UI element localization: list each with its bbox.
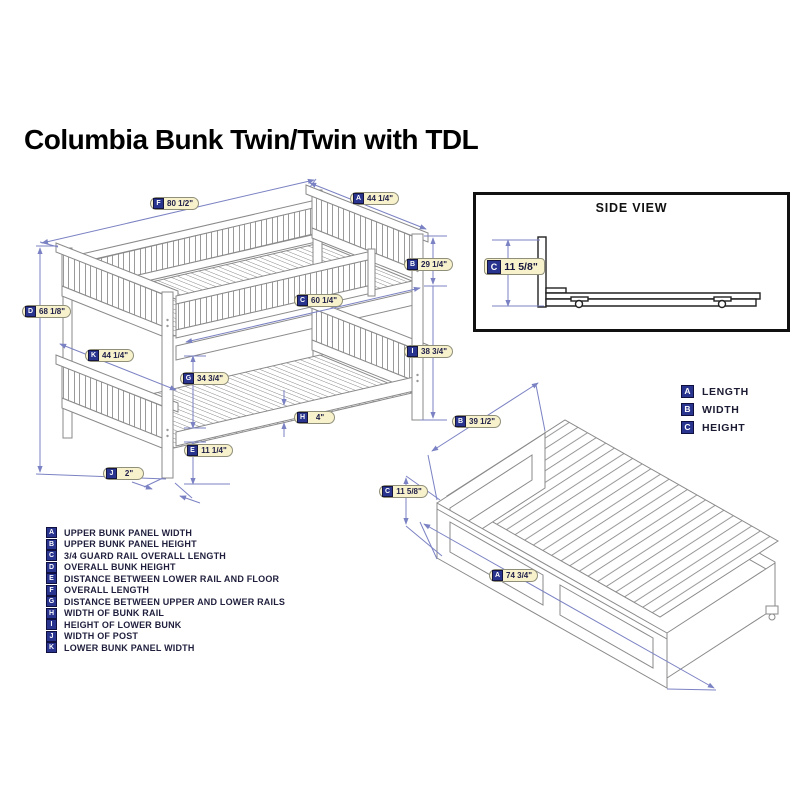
dim-value: 44 1/4" [367,194,394,203]
letter-badge: H [46,607,57,619]
abc-legend: A LENGTH B WIDTH C HEIGHT [681,385,749,434]
letter-badge: C [487,259,501,274]
letter-badge: C [297,295,308,306]
letter-badge: H [297,412,308,423]
legend-item-length: A LENGTH [681,385,749,398]
legend-item-height: C HEIGHT [681,421,749,434]
letter-badge: A [492,570,503,581]
letter-badge: E [46,573,57,584]
bunk-bed-drawing [55,184,429,479]
dim-value: 34 3/4" [197,374,224,383]
letter-badge: B [407,259,418,270]
dim-value: 38 3/4" [421,347,448,356]
dim-label-guard-rail-length: C 60 1/4" [294,294,344,307]
trundle-width-label: B 39 1/2" [452,415,502,428]
letter-badge: E [187,445,198,456]
letter-badge: B [681,403,694,416]
trundle-length-label: A 74 3/4" [489,569,539,582]
trundle-height-label: C 11 5/8" [379,485,428,498]
letter-badge: C [46,550,57,561]
letter-badge: C [382,486,393,497]
letter-badge: K [46,642,57,653]
key-item: F OVERALL LENGTH [46,584,285,596]
letter-badge: A [681,385,694,398]
key-item: B UPPER BUNK PANEL HEIGHT [46,538,285,550]
letter-badge: F [153,198,164,209]
dim-value: 74 3/4" [506,571,533,580]
dim-label-overall-length: F 80 1/2" [150,197,200,210]
letter-badge: B [46,538,57,550]
dimension-key: A UPPER BUNK PANEL WIDTH B UPPER BUNK PA… [46,527,285,653]
dim-value: 68 1/8" [39,307,66,316]
dim-value: 44 1/4" [102,351,129,360]
letter-badge: C [681,421,694,434]
side-view-panel [473,192,790,332]
letter-badge: K [88,350,99,361]
letter-badge: A [46,527,57,538]
dim-value: 4" [315,413,325,422]
dim-value: 11 5/8" [504,260,538,273]
dim-label-lower-panel-width: K 44 1/4" [85,349,135,362]
key-item: A UPPER BUNK PANEL WIDTH [46,527,285,538]
dim-label-rail-distance: G 34 3/4" [180,372,230,385]
trundle-drawing [436,419,779,689]
key-item: G DISTANCE BETWEEN UPPER AND LOWER RAILS [46,596,285,607]
letter-badge: I [407,346,418,357]
side-view-title: SIDE VIEW [595,201,668,215]
trundle-dimension-lines [403,382,717,691]
key-item: K LOWER BUNK PANEL WIDTH [46,642,285,653]
key-item: J WIDTH OF POST [46,630,285,642]
page-title: Columbia Bunk Twin/Twin with TDL [24,124,479,155]
dim-label-post-width: J 2" [103,467,144,480]
key-item: I HEIGHT OF LOWER BUNK [46,619,285,630]
dim-label-lower-bunk-height: I 38 3/4" [404,345,454,358]
dim-value: 80 1/2" [167,199,194,208]
dim-value: 2" [124,469,134,478]
letter-badge: D [46,561,57,573]
letter-badge: G [46,596,57,607]
dim-label-rail-to-floor: E 11 1/4" [184,444,233,457]
dim-value: 11 1/4" [201,446,227,455]
key-item: E DISTANCE BETWEEN LOWER RAIL AND FLOOR [46,573,285,584]
side-view-drawing [537,236,761,309]
letter-badge: J [46,630,57,642]
letter-badge: D [25,306,36,317]
dim-label-upper-panel-width: A 44 1/4" [350,192,400,205]
letter-badge: B [455,416,466,427]
side-view-height-label: C 11 5/8" [484,258,545,275]
dim-label-upper-panel-height: B 29 1/4" [404,258,454,271]
dim-value: 39 1/2" [469,417,496,426]
letter-badge: F [46,584,57,596]
dim-label-rail-width: H 4" [294,411,335,424]
letter-badge: I [46,619,57,630]
letter-badge: J [106,468,117,479]
dim-value: 11 5/8" [396,487,422,496]
letter-badge: A [353,193,364,204]
dim-value: 29 1/4" [421,260,448,269]
key-item: C 3/4 GUARD RAIL OVERALL LENGTH [46,550,285,561]
key-item: D OVERALL BUNK HEIGHT [46,561,285,573]
dim-value: 60 1/4" [311,296,338,305]
letter-badge: G [183,373,194,384]
key-item: H WIDTH OF BUNK RAIL [46,607,285,619]
legend-item-width: B WIDTH [681,403,749,416]
dim-label-overall-height: D 68 1/8" [22,305,72,318]
